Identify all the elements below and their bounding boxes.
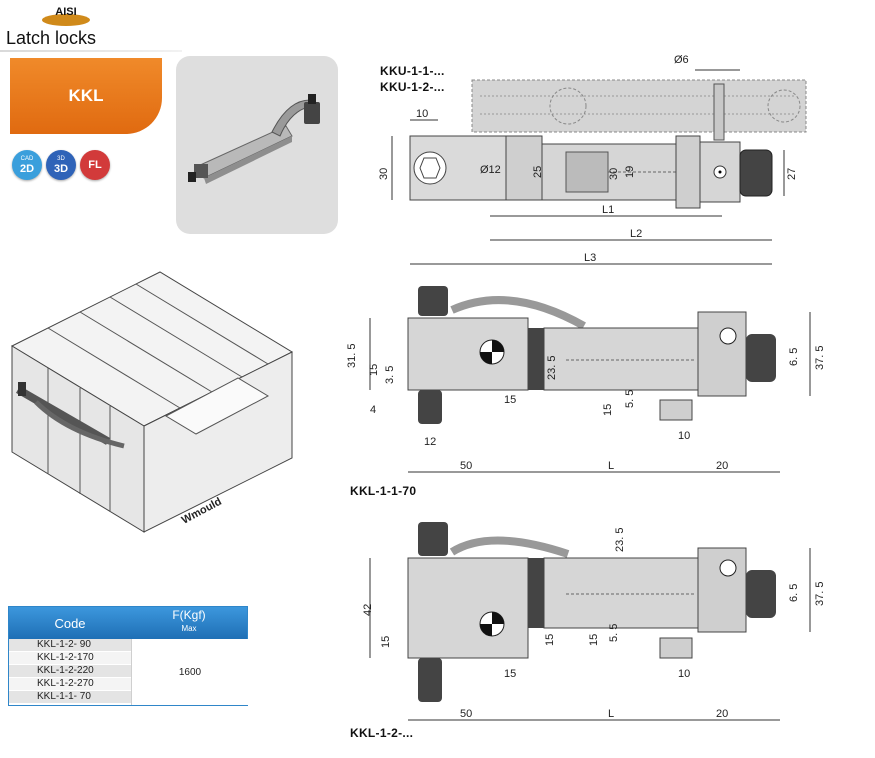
dim-20: 20 bbox=[716, 708, 729, 720]
dim-19: 19 bbox=[624, 165, 636, 178]
dim-6-5: 6. 5 bbox=[788, 583, 800, 602]
drawing-label-kkl-1-1-70: KKL-1-1-70 bbox=[350, 484, 417, 498]
dim-6-5: 6. 5 bbox=[788, 347, 800, 366]
col-header-force: F(Kgf) Max bbox=[172, 608, 206, 634]
dim-L: L bbox=[608, 708, 615, 720]
table-row: KKL-1-2-170 bbox=[9, 652, 131, 665]
dim-15b: 15 bbox=[544, 633, 556, 646]
table-row: KKL-1-2-270 bbox=[9, 678, 131, 691]
fl-icon[interactable]: FL bbox=[80, 150, 110, 180]
dim-10: 10 bbox=[416, 108, 429, 120]
force-value: 1600 bbox=[131, 639, 248, 705]
dim-30b: 30 bbox=[608, 167, 620, 180]
drawing-bot: 23. 5 42 15 15 15 5. 5 15 10 6. 5 37. 5 … bbox=[340, 514, 870, 744]
dim-L1: L1 bbox=[602, 204, 615, 216]
dim-30: 30 bbox=[378, 167, 390, 180]
dim-L: L bbox=[608, 460, 615, 472]
dim-10: 10 bbox=[678, 668, 691, 680]
dim-10: 10 bbox=[678, 430, 691, 442]
dim-15d: 15 bbox=[504, 668, 517, 680]
dim-20: 20 bbox=[716, 460, 729, 472]
spec-table: Code F(Kgf) Max KKL-1-2- 90 KKL-1-2-170 … bbox=[8, 606, 248, 706]
dim-5-5: 5. 5 bbox=[624, 389, 636, 408]
brand-text: AISI bbox=[55, 6, 77, 18]
header-divider bbox=[0, 50, 182, 52]
dim-12: 12 bbox=[424, 436, 437, 448]
drawing-label-kkl-1-2: KKL-1-2-... bbox=[350, 726, 414, 740]
dim-31-5: 31. 5 bbox=[346, 343, 358, 368]
drawing-label-kku-1-2: KKU-1-2-... bbox=[380, 80, 445, 94]
mold-illustration: Wmould bbox=[6, 262, 298, 542]
dim-23-5: 23. 5 bbox=[546, 355, 558, 380]
dim-15b: 15 bbox=[504, 394, 517, 406]
dim-4: 4 bbox=[370, 404, 377, 416]
drawing-mid: 31. 5 15 3. 5 23. 5 4 15 12 15 5. 5 10 6… bbox=[340, 284, 870, 500]
dim-50: 50 bbox=[460, 460, 473, 472]
dim-pin-diameter: Ø6 bbox=[674, 54, 689, 66]
format-badges: CAD 2D 3D 3D FL bbox=[12, 150, 112, 184]
dim-50: 50 bbox=[460, 708, 473, 720]
product-tab: KKL bbox=[10, 58, 162, 134]
dim-bore-diameter: Ø12 bbox=[480, 164, 501, 176]
dim-37-5: 37. 5 bbox=[814, 345, 826, 370]
dim-25: 25 bbox=[532, 165, 544, 178]
table-row: KKL-1-2- 90 bbox=[9, 639, 131, 652]
drawing-top: KKU-1-1-... KKU-1-2-... Ø6 10 30 Ø12 25 … bbox=[340, 44, 870, 276]
col-header-code: Code bbox=[54, 615, 86, 631]
table-row: KKL-1-1- 70 bbox=[9, 691, 131, 704]
cad-2d-icon[interactable]: CAD 2D bbox=[12, 150, 42, 180]
dim-L3: L3 bbox=[584, 252, 597, 264]
3d-model-icon[interactable]: 3D 3D bbox=[46, 150, 76, 180]
product-photo bbox=[176, 56, 338, 234]
dim-27: 27 bbox=[786, 167, 798, 180]
table-header: Code F(Kgf) Max bbox=[9, 607, 247, 639]
dim-L2: L2 bbox=[630, 228, 643, 240]
dim-15: 15 bbox=[368, 363, 380, 376]
dim-42: 42 bbox=[362, 603, 374, 616]
dim-15c: 15 bbox=[588, 633, 600, 646]
dim-15: 15 bbox=[380, 635, 392, 648]
drawing-label-kku-1-1: KKU-1-1-... bbox=[380, 64, 445, 78]
dim-15c: 15 bbox=[602, 403, 614, 416]
aisi-logo: AISI bbox=[42, 6, 90, 26]
series-title: Latch locks bbox=[6, 28, 97, 48]
dim-3-5: 3. 5 bbox=[384, 365, 396, 384]
latch-photo-illustration bbox=[188, 94, 320, 184]
product-tab-label: KKL bbox=[68, 86, 104, 105]
table-row: KKL-1-2-220 bbox=[9, 665, 131, 678]
dim-23-5: 23. 5 bbox=[614, 527, 626, 552]
dim-37-5: 37. 5 bbox=[814, 581, 826, 606]
dim-5-5: 5. 5 bbox=[608, 623, 620, 642]
